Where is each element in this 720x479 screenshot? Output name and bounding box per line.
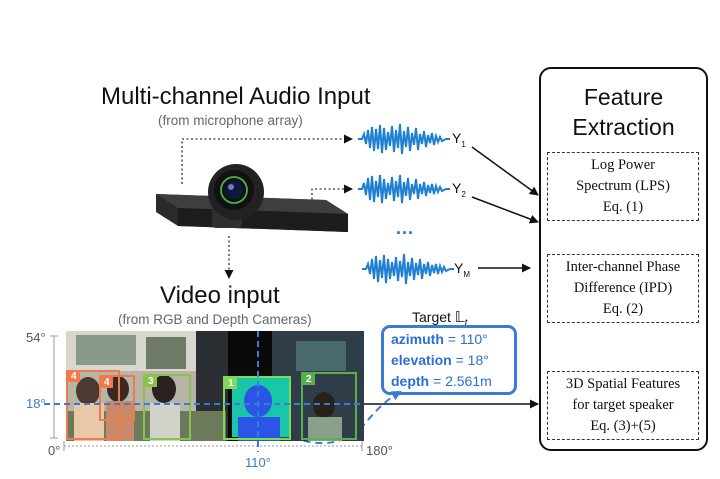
tick-azimuth-target: 110° [245, 455, 271, 470]
video-frame: 4 4 3 1 2 [66, 331, 364, 441]
detection-label-2: 2 [303, 374, 315, 385]
waveform-y2 [358, 174, 450, 204]
feature-extraction-panel [539, 67, 708, 451]
target-curve [291, 391, 402, 445]
mic-to-y1-dotted [181, 134, 353, 184]
detection-label-3: 3 [145, 376, 157, 387]
detection-label-4b: 4 [101, 377, 113, 388]
y2-to-lps-arrow [471, 196, 539, 224]
video-scene-illustration [66, 331, 364, 441]
target-box [381, 325, 517, 395]
detection-label-4a: 4 [68, 371, 80, 382]
audio-subtitle: (from microphone array) [158, 113, 303, 128]
feature-extraction-title: Feature Extraction [572, 84, 675, 140]
channel-label-y2: Y2 [452, 180, 466, 199]
tick-elev-target: 18° [26, 396, 46, 411]
tick-azimuth-right: 180° [366, 443, 393, 458]
tick-azimuth-left: 0° [48, 443, 61, 458]
waveform-y1 [358, 123, 450, 155]
feature-lps-box: Log Power Spectrum (LPS) Eq. (1) [547, 152, 699, 221]
target-title: Target 𝕃t [412, 309, 468, 329]
camera-device-illustration [156, 164, 348, 232]
mic-to-y2-dotted [311, 184, 353, 213]
waveform-ym [362, 253, 454, 285]
detection-label-1: 1 [225, 378, 237, 389]
feature-spatial-box: 3D Spatial Features for target speaker E… [547, 371, 699, 440]
video-subtitle: (from RGB and Depth Cameras) [118, 312, 312, 327]
target-elevation: elevation = 18° [391, 352, 489, 368]
feature-ipd-box: Inter-channel Phase Difference (IPD) Eq.… [547, 254, 699, 323]
tick-elev-top: 54° [26, 330, 46, 345]
audio-title: Multi-channel Audio Input [101, 83, 371, 110]
channel-ellipsis: ... [396, 218, 415, 238]
channel-label-y1: Y1 [452, 130, 466, 149]
channel-label-ym: YM [454, 260, 471, 279]
target-depth: depth = 2.561m [391, 373, 492, 389]
video-title: Video input [160, 282, 280, 309]
y1-to-lps-arrow [471, 146, 539, 196]
target-azimuth: azimuth = 110° [391, 331, 488, 347]
